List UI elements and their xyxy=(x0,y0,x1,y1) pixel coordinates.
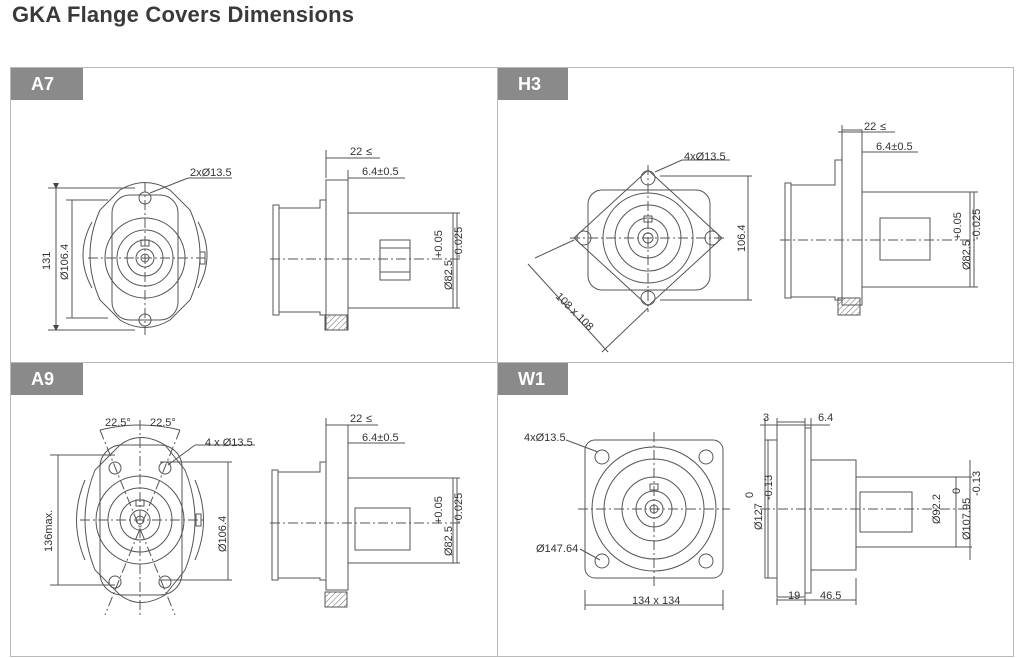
w1-side-view xyxy=(760,418,972,605)
w1-dim92-label: Ø92.2 xyxy=(931,494,943,524)
a7-shaft-label: Ø82.5 xyxy=(443,260,455,290)
tab-a9: A9 xyxy=(11,363,83,395)
tab-h3: H3 xyxy=(498,68,568,100)
a7-tol-dn: -0.025 xyxy=(453,227,465,258)
h3-pilot-label: 106.4 xyxy=(736,224,748,252)
w1-holes-label: 4xØ13.5 xyxy=(524,432,566,444)
w1-dim127-tol-dn: -0.13 xyxy=(763,475,775,500)
w1-dim465-label: 46.5 xyxy=(820,590,841,602)
w1-bolt-circle-label: Ø147.64 xyxy=(536,543,578,555)
w1-dim127-label: Ø127 xyxy=(753,503,765,530)
a9-angle2-label: 22.5° xyxy=(150,417,176,429)
w1-dim10795-tol-dn: -0.13 xyxy=(971,471,983,496)
tab-a7: A7 xyxy=(11,68,83,100)
h3-tol-up: +0.05 xyxy=(952,212,964,240)
a9-shaft-label: Ø82.5 xyxy=(443,526,455,556)
a9-dim22-label: 22 xyxy=(350,413,362,425)
h3-holes-label: 4xØ13.5 xyxy=(684,151,726,163)
tab-w1: W1 xyxy=(498,363,568,395)
h3-dim64-label: 6.4±0.5 xyxy=(876,141,913,153)
w1-square-label: 134 x 134 xyxy=(632,595,680,607)
w1-dim10795-label: Ø107.95 xyxy=(961,498,973,540)
w1-dim10795-tol-up: 0 xyxy=(951,488,963,494)
grid-divider-horizontal xyxy=(10,362,1014,363)
a7-front-view xyxy=(48,177,232,335)
a7-dim22-label: 22 xyxy=(350,146,362,158)
h3-le-symbol: ≤ xyxy=(880,121,886,133)
a9-holes-label: 4 x Ø13.5 xyxy=(205,437,253,449)
a7-dim64-label: 6.4±0.5 xyxy=(362,166,399,178)
a9-pilot-label: Ø106.4 xyxy=(217,516,229,552)
h3-tol-dn: -0.025 xyxy=(971,209,983,240)
a7-holes-label: 2xØ13.5 xyxy=(190,167,232,179)
a7-pilot-label: Ø106.4 xyxy=(59,244,71,280)
page-title: GKA Flange Covers Dimensions xyxy=(12,2,355,27)
a9-side-view xyxy=(270,418,460,608)
a9-le-symbol: ≤ xyxy=(366,413,372,425)
w1-front-view xyxy=(565,432,730,610)
a9-tol-dn: -0.025 xyxy=(453,493,465,524)
h3-shaft-label: Ø82.5 xyxy=(961,240,973,270)
a7-side-view xyxy=(270,150,460,331)
h3-front-view xyxy=(527,159,752,353)
a7-le-symbol: ≤ xyxy=(366,146,372,158)
w1-dim3-label: 3 xyxy=(763,412,769,424)
h3-square-label: 108 x 108 xyxy=(553,291,596,334)
w1-dim127-tol-up: 0 xyxy=(744,492,756,498)
h3-dim22-label: 22 xyxy=(864,121,876,133)
a7-height-label: 131 xyxy=(41,252,53,270)
w1-dim64-label: 6.4 xyxy=(818,412,833,424)
a9-angle1-label: 22.5° xyxy=(105,417,131,429)
h3-side-view xyxy=(780,125,978,316)
a9-height-label: 136max. xyxy=(43,510,55,552)
a9-dim64-label: 6.4±0.5 xyxy=(362,432,399,444)
a9-front-view xyxy=(50,420,255,616)
w1-dim19-label: 19 xyxy=(788,590,800,602)
a7-tol-up: +0.05 xyxy=(433,230,445,258)
a9-tol-up: +0.05 xyxy=(433,496,445,524)
